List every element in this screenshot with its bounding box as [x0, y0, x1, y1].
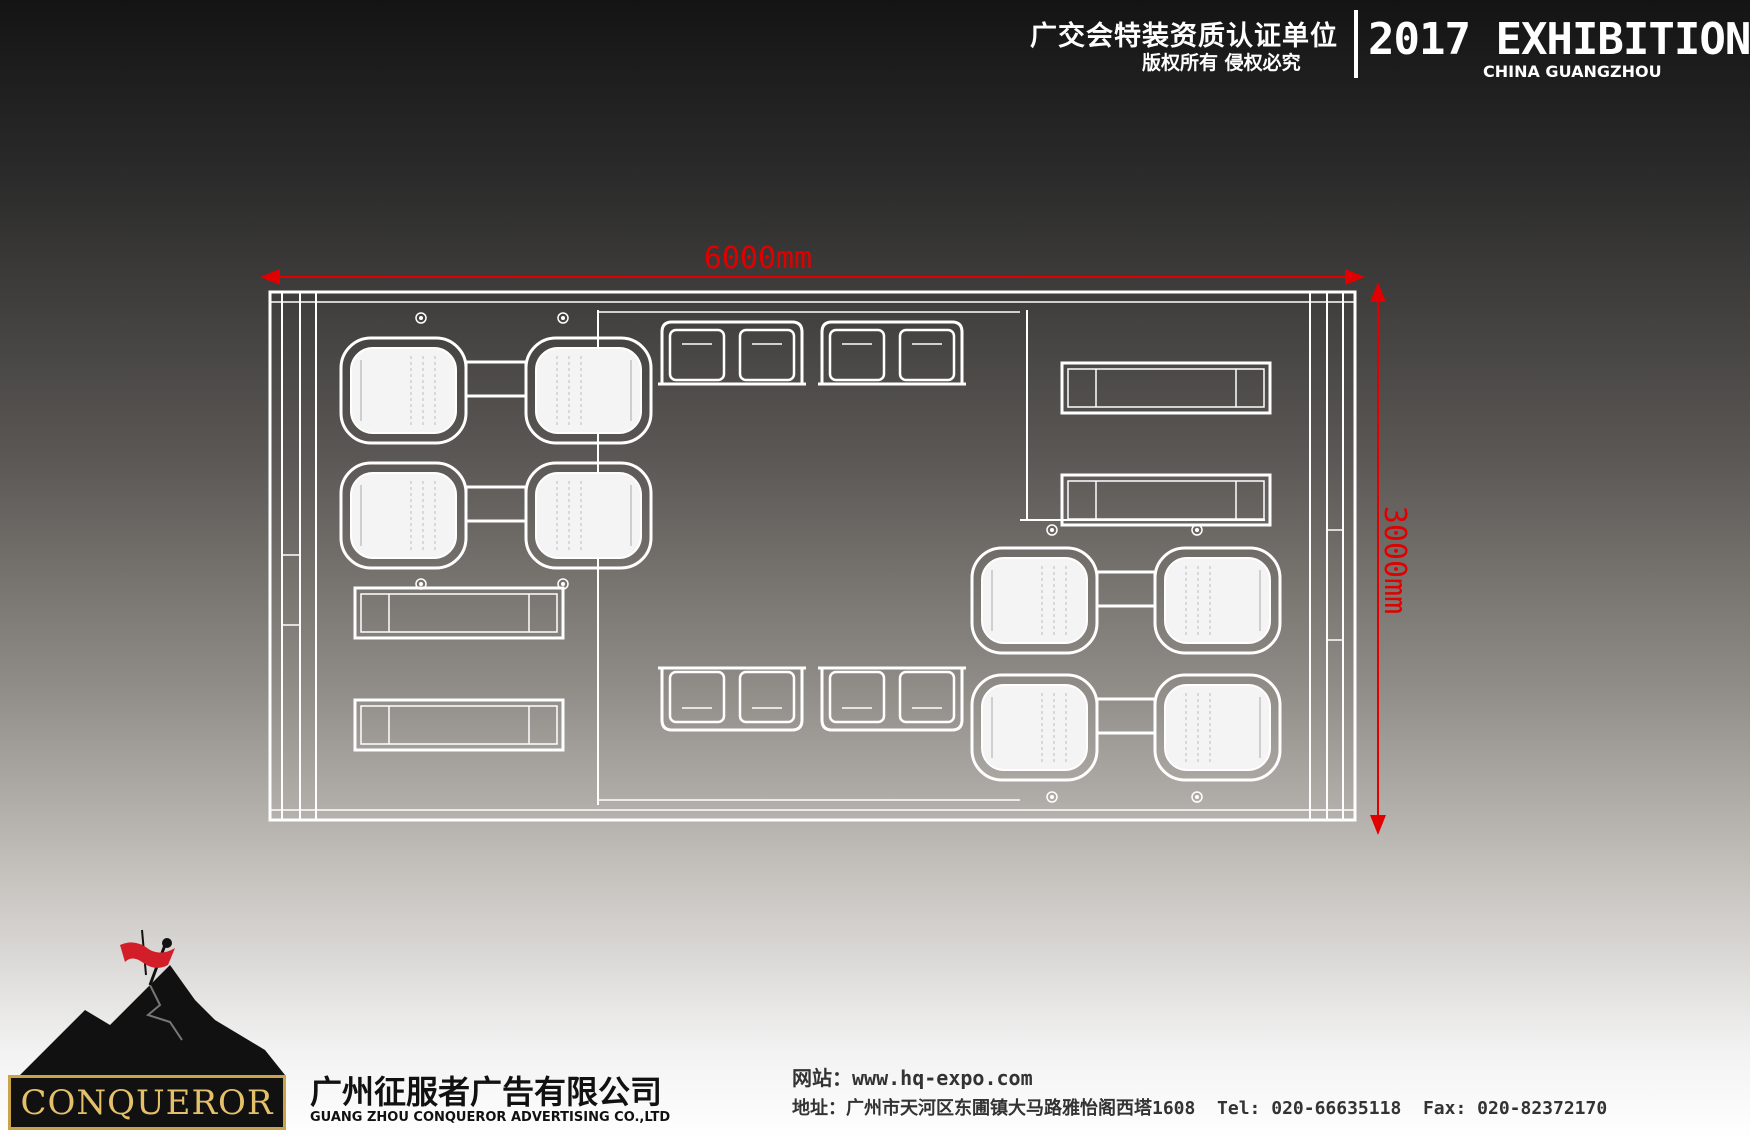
- exhibition-location: CHINA GUANGZHOU: [1483, 62, 1662, 81]
- conqueror-mountain-logo: [20, 929, 285, 1075]
- address-text: 广州市天河区东圃镇大马路雅怡阁西塔1608: [846, 1098, 1196, 1119]
- company-name-en: GUANG ZHOU CONQUEROR ADVERTISING CO.,LTD: [310, 1110, 671, 1125]
- logo-wordmark: CONQUEROR: [20, 1082, 274, 1123]
- header-divider: [1354, 10, 1358, 78]
- address-line: 地址：广州市天河区东圃镇大马路雅怡阁西塔1608 Tel: 020-666351…: [792, 1094, 1607, 1120]
- width-dimension-label: 6000mm: [704, 241, 812, 276]
- fax: Fax: 020-82372170: [1422, 1098, 1608, 1119]
- website-label: 网站：: [792, 1066, 852, 1090]
- copyright-line: 版权所有 侵权必究: [1142, 52, 1301, 74]
- website-line: 网站：www.hq-expo.com: [792, 1062, 1033, 1091]
- website-url[interactable]: www.hq-expo.com: [852, 1066, 1033, 1090]
- floor-plan: 6000mm 3000mm: [20, 241, 1412, 1075]
- conqueror-logo-box: CONQUEROR: [8, 1075, 286, 1130]
- certification-line: 广交会特装资质认证单位: [1030, 21, 1338, 52]
- booth-outline: [268, 290, 1357, 822]
- exhibition-title: 2017 EXHIBITION: [1368, 14, 1750, 65]
- telephone: Tel: 020-66635118: [1217, 1098, 1402, 1119]
- left-seating-group: [339, 336, 653, 570]
- right-display-cabinets: [1060, 361, 1272, 527]
- company-name-cn: 广州征服者广告有限公司: [310, 1073, 663, 1111]
- depth-dimension-label: 3000mm: [1377, 506, 1412, 614]
- right-seating-group: [970, 546, 1282, 782]
- sofa-seating: [656, 320, 968, 732]
- left-display-cabinets: [353, 586, 565, 752]
- address-label: 地址：: [792, 1098, 846, 1119]
